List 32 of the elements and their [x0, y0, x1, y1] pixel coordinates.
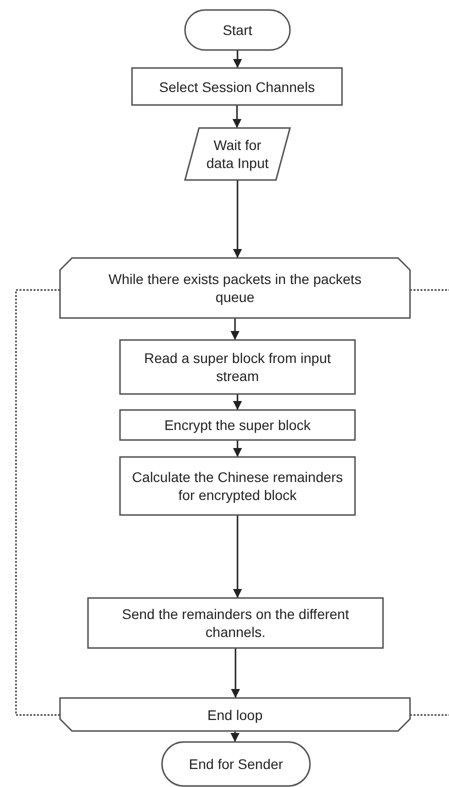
- step-text: Encrypt the super block: [164, 416, 311, 434]
- step-text: Calculate the Chinese remainders for encrypted block: [131, 468, 344, 504]
- arrow: [233, 180, 242, 258]
- arrow: [233, 440, 242, 457]
- step-text: Read a super block from input stream: [143, 349, 332, 385]
- loop-line: [410, 289, 449, 291]
- start-terminal: [185, 10, 290, 50]
- step-text: End for Sender: [188, 755, 284, 773]
- arrow: [232, 105, 242, 128]
- process-box: [120, 410, 355, 440]
- process-box: [88, 598, 383, 648]
- step-text: Wait for data Input: [205, 136, 270, 172]
- loop-end-box: [60, 698, 410, 731]
- step-text: Start: [222, 21, 252, 39]
- process-box: [120, 457, 355, 515]
- step-text: Send the remainders on the different channels.: [120, 605, 350, 641]
- arrow: [233, 394, 242, 410]
- process-box: [132, 68, 342, 105]
- arrow: [230, 731, 240, 742]
- loop-line: [15, 289, 60, 716]
- input-parallelogram: [185, 128, 290, 180]
- arrow: [233, 50, 242, 68]
- arrow: [231, 648, 240, 698]
- end-terminal: [162, 742, 310, 786]
- process-box: [120, 340, 355, 394]
- step-text: While there exists packets in the packets queue: [108, 270, 362, 306]
- arrow: [230, 318, 240, 340]
- loop-line: [410, 714, 449, 716]
- step-text: End loop: [207, 706, 263, 724]
- step-text: Select Session Channels: [159, 78, 315, 96]
- arrow: [233, 515, 242, 598]
- loop-start-box: [60, 258, 410, 318]
